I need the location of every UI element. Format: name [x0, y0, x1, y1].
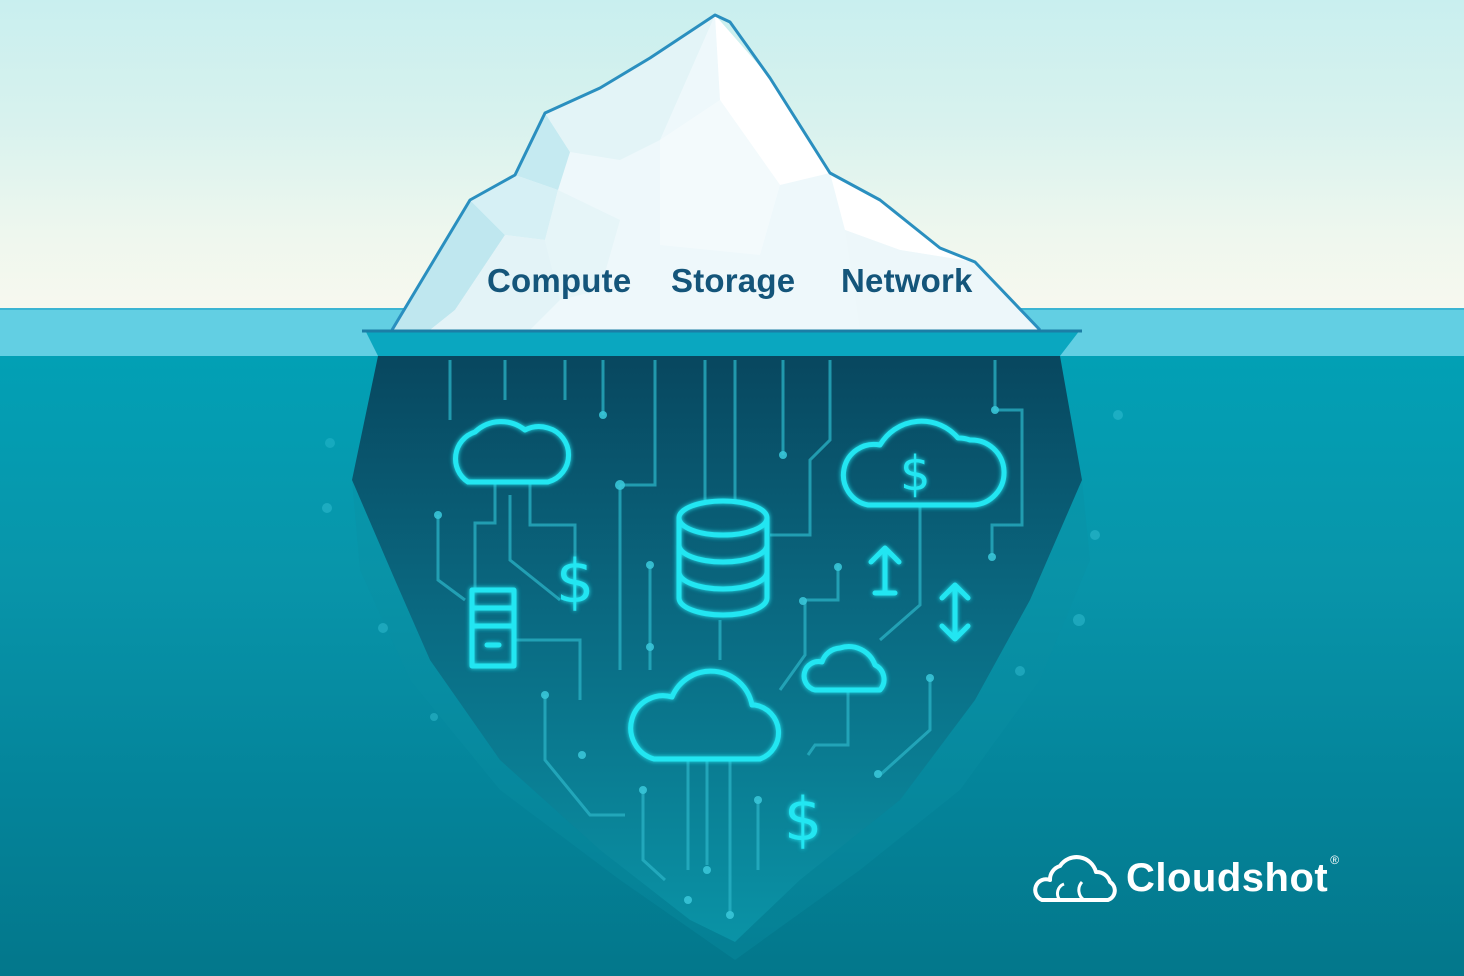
label-compute: Compute: [487, 262, 632, 299]
label-storage: Storage: [671, 262, 796, 299]
dollar-icon: $: [784, 785, 822, 855]
registered-mark: ®: [1330, 853, 1340, 867]
cloud-icon: [453, 419, 572, 485]
cloud-logo-icon: [1033, 855, 1117, 902]
brand-name: Cloudshot: [1126, 855, 1329, 900]
waterline-shelf: [365, 330, 1080, 356]
iceberg-tip: [362, 13, 1082, 333]
cloud-dollar-icon: $: [840, 418, 1007, 508]
arrow-up-down-icon: [939, 582, 971, 642]
server-icon: [469, 587, 517, 669]
database-icon: [676, 498, 770, 618]
cloud-icon: [801, 644, 887, 693]
cloud-icon: [628, 668, 782, 762]
label-network: Network: [841, 262, 973, 299]
arrow-up-icon: [868, 545, 902, 596]
circuit-nodes: [322, 406, 1123, 919]
circuit-lines: [436, 360, 1024, 915]
dollar-icon: $: [556, 547, 594, 617]
brand-logo: Cloudshot ®: [1030, 852, 1339, 904]
svg-text:$: $: [900, 446, 931, 502]
